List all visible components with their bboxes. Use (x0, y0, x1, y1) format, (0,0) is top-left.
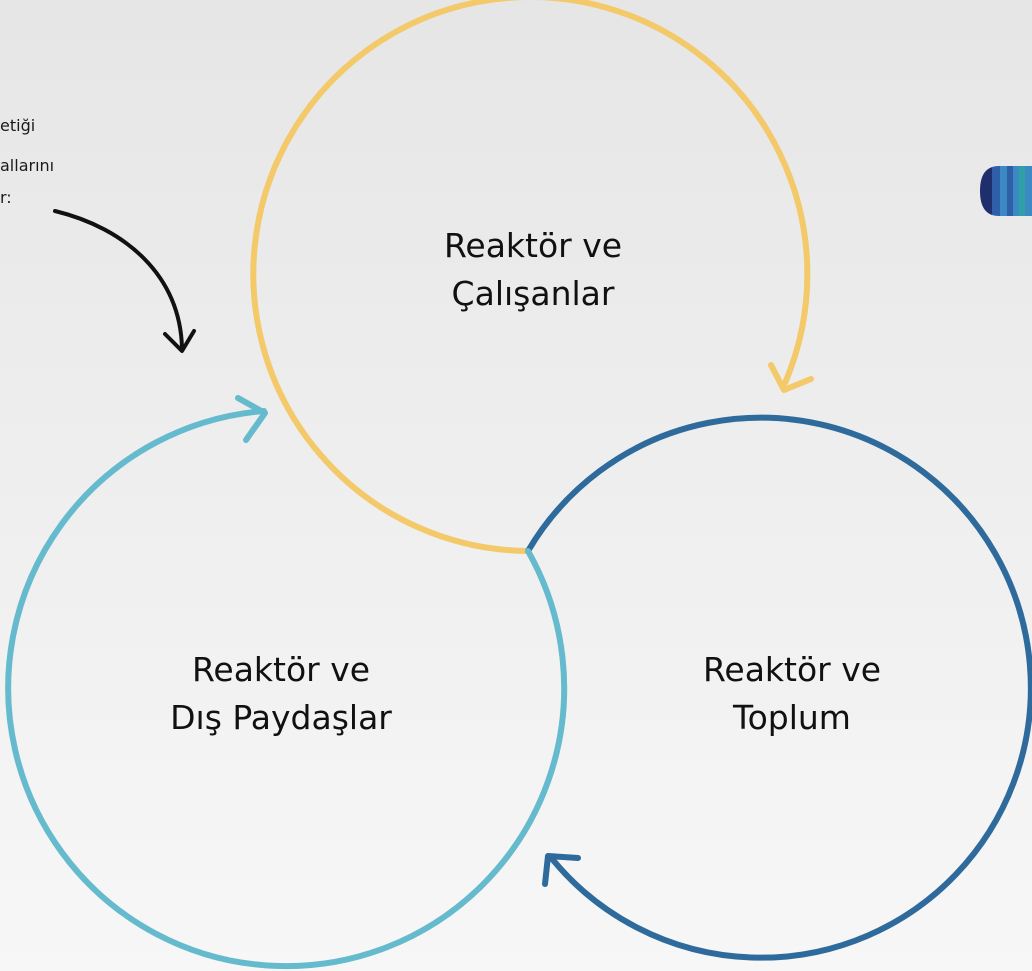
label-toplum-line2: Toplum (733, 697, 851, 737)
circle-toplum (525, 414, 1032, 961)
intro-line-1: etiği (0, 116, 36, 135)
label-dis-paydaslar-line2: Dış Paydaşlar (170, 697, 392, 737)
label-toplum: Reaktör ve Toplum (703, 646, 881, 742)
pointer-arrow (53, 209, 184, 350)
label-dis-paydaslar: Reaktör ve Dış Paydaşlar (170, 646, 392, 742)
intro-line-3: r: (0, 188, 12, 207)
arrowhead-blue (542, 853, 581, 887)
label-calisanlar-line2: Çalışanlar (451, 273, 615, 313)
pointer-arrowhead (163, 329, 196, 353)
circle-calisanlar (250, 0, 811, 554)
label-toplum-line1: Reaktör ve (702, 650, 882, 689)
arrowhead-yellow (768, 362, 814, 393)
logo-icon (980, 166, 1032, 216)
arrowhead-light-blue (235, 395, 268, 443)
intro-line-2: allarını (0, 156, 55, 175)
label-calisanlar-line1: Reaktör ve (443, 226, 623, 265)
circle-dis-paydaslar (5, 408, 568, 970)
label-calisanlar: Reaktör ve Çalışanlar (444, 222, 622, 318)
label-dis-paydaslar-line1: Reaktör ve (191, 650, 371, 689)
